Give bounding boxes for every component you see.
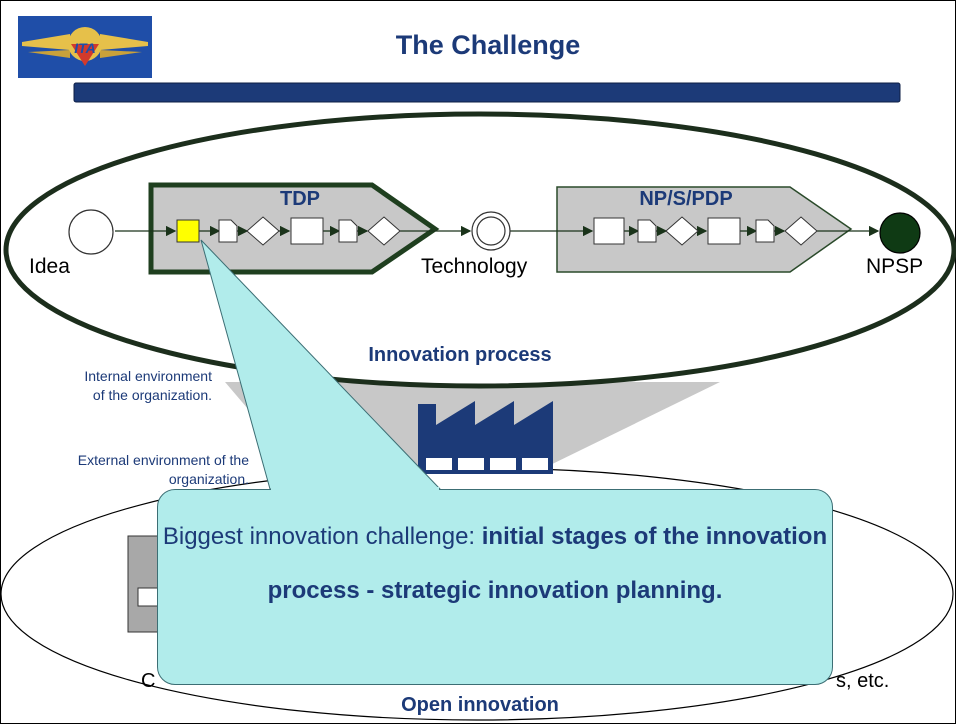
document-icon	[755, 219, 775, 243]
npspdp-label: NP/S/PDP	[639, 188, 733, 210]
activity-box	[593, 217, 625, 245]
challenge-callout	[157, 489, 833, 685]
ita-winged-emblem-icon: ITA	[18, 16, 152, 78]
technology-label: Technology	[421, 255, 528, 278]
partial-right-text: s, etc.	[836, 670, 890, 692]
partner-factory-icon	[127, 535, 163, 633]
title-bar	[73, 82, 901, 103]
page-title: The Challenge	[395, 30, 581, 60]
activity-box	[290, 217, 324, 245]
open-innovation-label: Open innovation	[401, 694, 559, 716]
innovation-process-label: Innovation process	[368, 344, 552, 366]
document-icon	[637, 219, 657, 243]
npsp-label: NPSP	[866, 255, 924, 278]
gateway-icon	[665, 216, 699, 246]
callout-text: Biggest innovation challenge: initial st…	[162, 523, 828, 604]
document-icon	[338, 219, 358, 243]
document-icon	[218, 219, 238, 243]
svg-text:ITA: ITA	[74, 40, 96, 56]
gateway-icon	[784, 216, 818, 246]
start-node	[68, 209, 114, 255]
highlighted-activity	[176, 219, 200, 243]
end-node	[879, 212, 921, 254]
activity-box	[707, 217, 741, 245]
idea-label: Idea	[29, 255, 70, 278]
tdp-label: TDP	[280, 188, 320, 210]
factory-icon	[418, 401, 553, 474]
gateway-icon	[246, 216, 280, 246]
gateway-icon	[367, 216, 401, 246]
partial-left-text: C	[141, 670, 156, 692]
